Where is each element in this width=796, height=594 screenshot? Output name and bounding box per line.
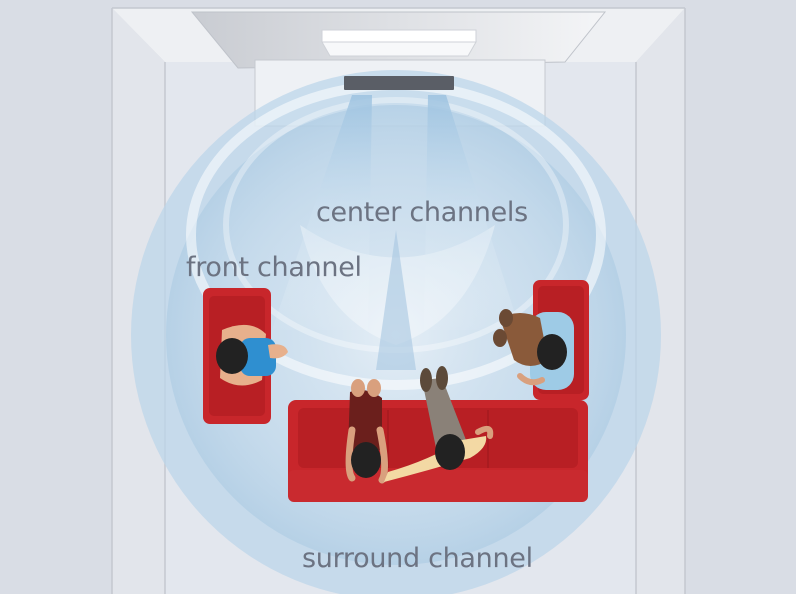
soundbar (344, 76, 454, 90)
right-wall (636, 8, 685, 594)
surround-channel-label: surround channel (302, 543, 533, 574)
person-sofa-left (345, 379, 389, 484)
center-beam-middle (376, 230, 416, 370)
front-channel-label: front channel (186, 252, 362, 283)
head-sofa-left (351, 442, 381, 478)
center-beam-left (272, 95, 372, 330)
person-sofa-right (384, 366, 494, 482)
head-sofa-right (435, 434, 465, 470)
center-beam-right (424, 95, 520, 330)
center-channels-label: center channels (316, 197, 528, 228)
blue-shirt (240, 338, 276, 376)
head-armchair (216, 338, 248, 374)
person-right (493, 309, 574, 390)
person-armchair (216, 324, 288, 386)
head-right (537, 334, 567, 370)
